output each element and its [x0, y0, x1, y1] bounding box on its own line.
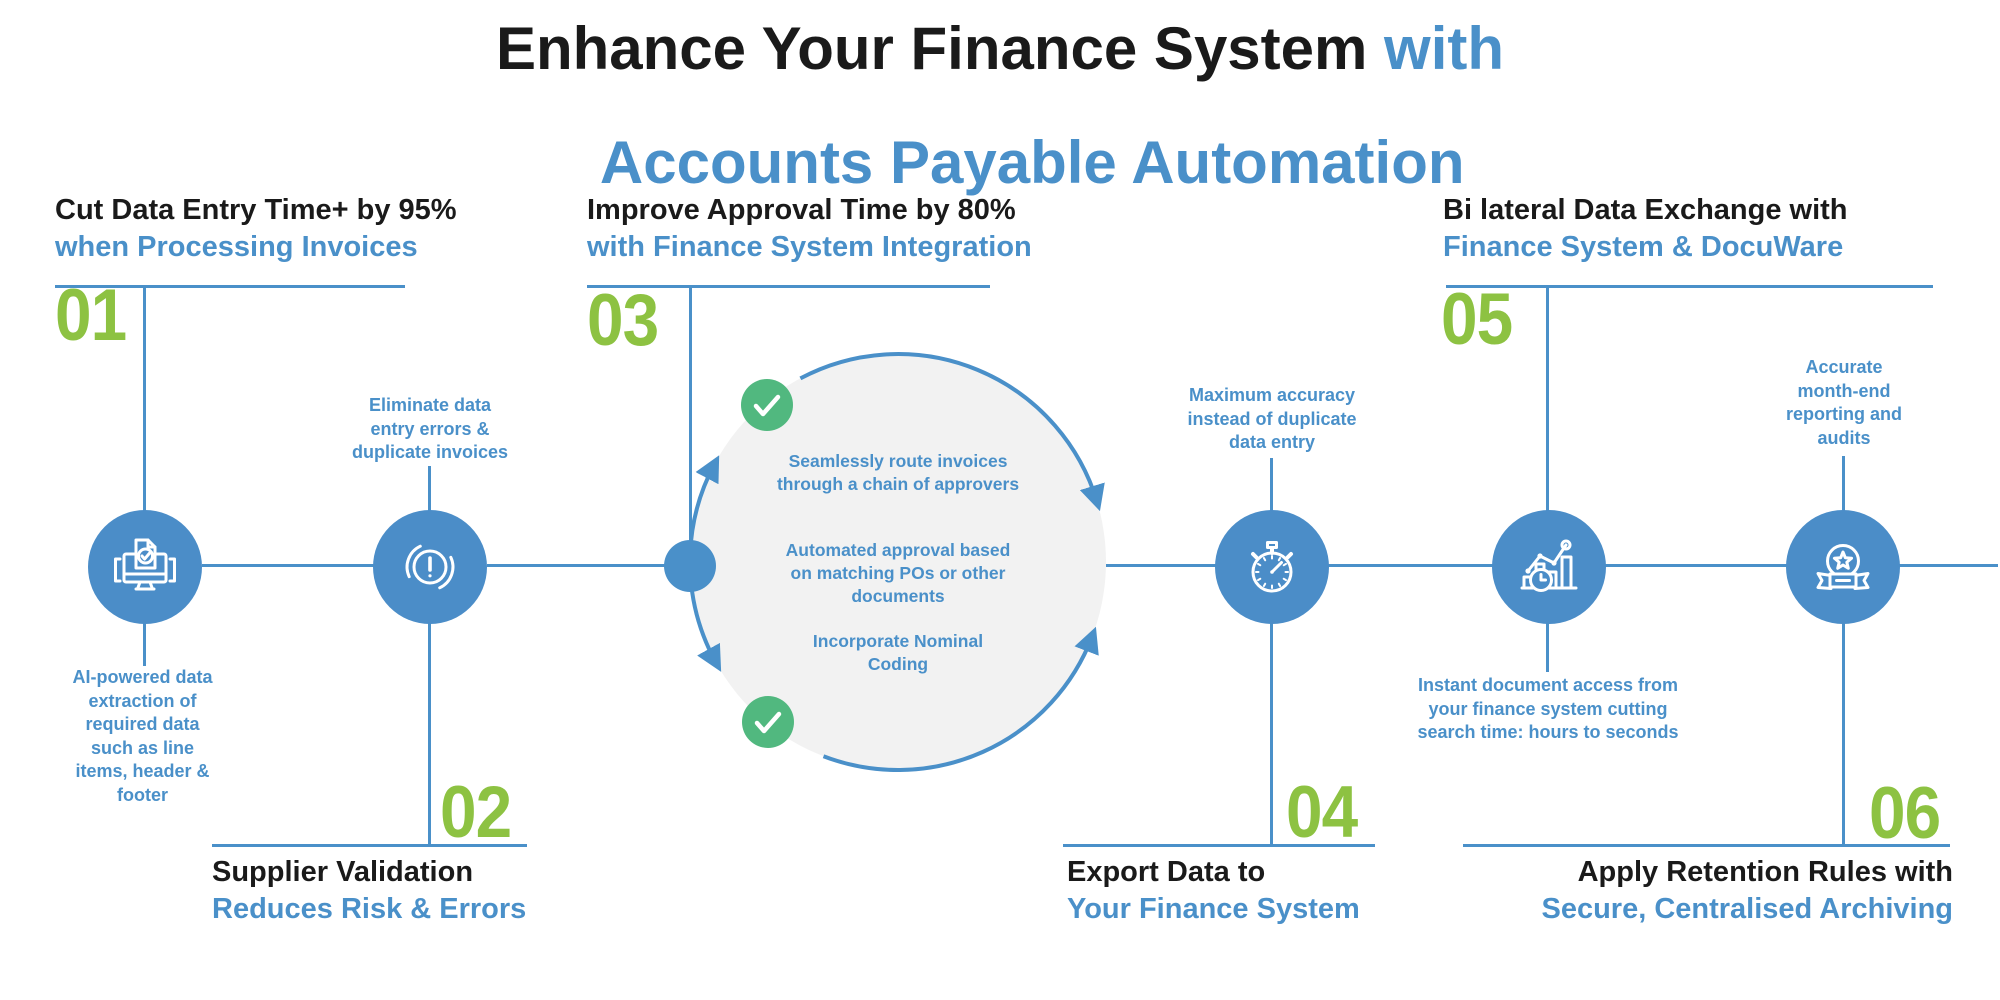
step4-heading-blue: Your Finance System [1067, 893, 1360, 925]
award-ribbon-star-icon [1786, 510, 1900, 624]
connector-line [1546, 286, 1549, 512]
connector-line [55, 285, 405, 288]
step2-heading-black: Supplier Validation [212, 856, 474, 888]
title-line2: Accounts Payable Automation [599, 129, 1465, 196]
connector-line [428, 622, 431, 845]
connector-line [1063, 844, 1375, 847]
step6-heading-blue: Secure, Centralised Archiving [1541, 893, 1953, 925]
connector-line [1463, 844, 1950, 847]
step1-heading-blue: when Processing Invoices [55, 231, 418, 263]
monitor-document-check-icon [88, 510, 202, 624]
step6-heading-black: Apply Retention Rules with [1577, 856, 1953, 888]
step4-heading: Export Data to Your Finance System [1067, 854, 1360, 928]
timeline-segment [1106, 564, 1216, 567]
step2-heading: Supplier Validation Reduces Risk & Error… [212, 854, 526, 928]
timeline-segment [487, 564, 665, 567]
step3-heading-blue: with Finance System Integration [587, 231, 1032, 263]
title-line1-black: Enhance Your Finance System [495, 15, 1385, 82]
step4-note: Maximum accuracy instead of duplicate da… [1187, 385, 1357, 452]
connector-line [143, 286, 146, 512]
connector-line [143, 622, 146, 666]
connector-line [428, 466, 431, 512]
connector-line [1842, 622, 1845, 845]
connector-line [1270, 622, 1273, 845]
connector-line [212, 844, 527, 847]
step2-number: 02 [440, 772, 512, 853]
step2-heading-blue: Reduces Risk & Errors [212, 893, 527, 925]
timeline-segment [1899, 564, 1998, 567]
cycle-item-2: Automated approval based on matching POs… [785, 540, 1011, 606]
step3-heading: Improve Approval Time by 80% with Financ… [587, 192, 1032, 266]
alert-exclamation-icon [373, 510, 487, 624]
connector-line [1842, 456, 1845, 512]
timeline-segment [1328, 564, 1493, 567]
step4-number: 04 [1286, 772, 1358, 853]
step1-heading-black: Cut Data Entry Time+ by 95% [55, 194, 457, 226]
step6-note: Accurate month-end reporting and audits [1786, 357, 1902, 448]
step1-note: AI-powered data extraction of required d… [72, 667, 213, 805]
step6-number: 06 [1869, 773, 1941, 854]
step3-heading-black: Improve Approval Time by 80% [587, 194, 1016, 226]
connector-line [689, 286, 692, 548]
step1-heading: Cut Data Entry Time+ by 95% when Process… [55, 192, 457, 266]
step5-number: 05 [1441, 279, 1513, 360]
timeline-segment [202, 564, 374, 567]
step5-heading-black: Bi lateral Data Exchange with [1443, 194, 1848, 226]
step5-heading: Bi lateral Data Exchange with Finance Sy… [1443, 192, 1848, 266]
stopwatch-icon [1215, 510, 1329, 624]
cycle-item-3: Incorporate Nominal Coding [812, 631, 984, 674]
connector-line [1546, 622, 1549, 672]
connector-line [587, 285, 990, 288]
connector-line [1270, 458, 1273, 512]
connector-line [1446, 285, 1933, 288]
analytics-clock-icon [1492, 510, 1606, 624]
step6-heading: Apply Retention Rules with Secure, Centr… [1500, 854, 1953, 928]
timeline-segment [1605, 564, 1787, 567]
page-title: Enhance Your Finance System with Account… [0, 19, 2000, 248]
step2-note: Eliminate data entry errors & duplicate … [351, 395, 509, 462]
cycle-item-1: Seamlessly route invoices through a chai… [776, 451, 1020, 494]
step4-heading-black: Export Data to [1067, 856, 1266, 888]
step5-note: Instant document access from your financ… [1417, 675, 1679, 742]
title-line1-blue: with [1384, 15, 1505, 82]
step5-heading-blue: Finance System & DocuWare [1443, 231, 1844, 263]
step1-number: 01 [55, 275, 127, 356]
step3-number: 03 [587, 280, 659, 361]
